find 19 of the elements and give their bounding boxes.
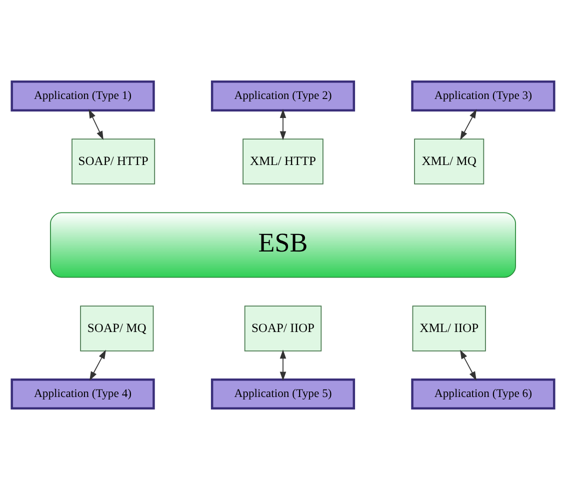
- node-box: SOAP/ IIOP: [244, 306, 322, 352]
- node-box: Application (Type 5): [210, 378, 356, 410]
- node-box: SOAP/ HTTP: [72, 138, 156, 184]
- node-box: Application (Type 6): [411, 378, 556, 410]
- node-box: Application (Type 4): [10, 378, 155, 410]
- node-box: ESB: [50, 212, 516, 278]
- arrow: [280, 109, 286, 140]
- arrow: [90, 350, 106, 381]
- node-box: Application (Type 3): [411, 80, 556, 112]
- arrow: [460, 109, 477, 140]
- arrow: [460, 350, 476, 381]
- node-box: Application (Type 1): [10, 80, 155, 112]
- arrow: [88, 109, 104, 140]
- node-box: XML/ IIOP: [412, 306, 486, 352]
- node-box: SOAP/ MQ: [80, 306, 154, 352]
- arrow: [280, 350, 286, 381]
- node-box: Application (Type 2): [210, 80, 356, 112]
- node-box: XML/ HTTP: [242, 138, 324, 184]
- node-box: XML/ MQ: [414, 138, 484, 184]
